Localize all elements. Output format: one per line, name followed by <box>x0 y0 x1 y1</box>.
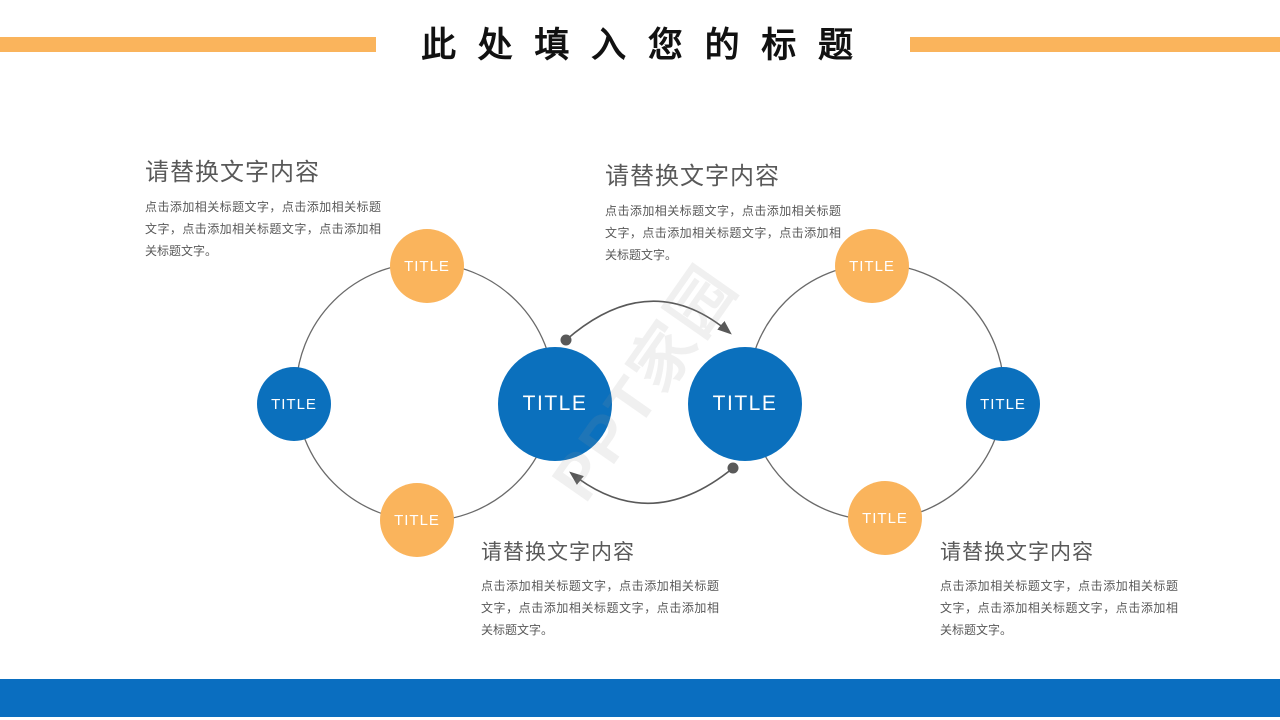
arrow-top-start-dot <box>560 334 572 346</box>
text-block-heading: 请替换文字内容 <box>940 541 1094 564</box>
arrow-top-arc <box>565 300 732 341</box>
title-accent-bar-left <box>0 37 376 52</box>
text-block-heading: 请替换文字内容 <box>145 159 320 186</box>
bottom-accent-bar <box>0 679 1280 717</box>
node-label: TITLE <box>271 395 317 413</box>
text-block-body: 点击添加相关标题文字，点击添加相关标题文字，点击添加相关标题文字，点击添加相关标… <box>940 579 1178 637</box>
text-block-bottom-middle[interactable]: 请替换文字内容 点击添加相关标题文字，点击添加相关标题文字，点击添加相关标题文字… <box>481 536 719 641</box>
text-block-body: 点击添加相关标题文字，点击添加相关标题文字，点击添加相关标题文字，点击添加相关标… <box>481 579 719 637</box>
text-block-top-left[interactable]: 请替换文字内容 点击添加相关标题文字，点击添加相关标题文字，点击添加相关标题文字… <box>145 152 381 262</box>
text-block-heading: 请替换文字内容 <box>605 163 780 190</box>
node-right-top-orange[interactable]: TITLE <box>835 229 909 303</box>
text-block-body: 点击添加相关标题文字，点击添加相关标题文字，点击添加相关标题文字，点击添加相关标… <box>605 204 841 262</box>
node-label: TITLE <box>849 257 895 275</box>
node-left-blue[interactable]: TITLE <box>257 367 331 441</box>
arrow-bottom-start-dot <box>727 462 739 474</box>
node-right-blue[interactable]: TITLE <box>966 367 1040 441</box>
text-block-body: 点击添加相关标题文字，点击添加相关标题文字，点击添加相关标题文字，点击添加相关标… <box>145 200 381 258</box>
title-accent-bar-right <box>910 37 1280 52</box>
node-center-left-blue[interactable]: TITLE <box>498 347 612 461</box>
node-left-top-orange[interactable]: TITLE <box>390 229 464 303</box>
node-label: TITLE <box>522 392 588 415</box>
slide-title[interactable]: 此 处 填 入 您 的 标 题 <box>420 26 860 65</box>
node-right-bottom-orange[interactable]: TITLE <box>848 481 922 555</box>
text-block-top-right[interactable]: 请替换文字内容 点击添加相关标题文字，点击添加相关标题文字，点击添加相关标题文字… <box>605 156 841 266</box>
node-label: TITLE <box>712 392 778 415</box>
node-left-bottom-orange[interactable]: TITLE <box>380 483 454 557</box>
node-label: TITLE <box>862 509 908 527</box>
node-label: TITLE <box>980 395 1026 413</box>
node-label: TITLE <box>394 511 440 529</box>
node-center-right-blue[interactable]: TITLE <box>688 347 802 461</box>
node-label: TITLE <box>404 257 450 275</box>
arrow-bottom-arc <box>569 467 734 505</box>
text-block-heading: 请替换文字内容 <box>481 541 635 564</box>
text-block-bottom-right[interactable]: 请替换文字内容 点击添加相关标题文字，点击添加相关标题文字，点击添加相关标题文字… <box>940 536 1178 641</box>
